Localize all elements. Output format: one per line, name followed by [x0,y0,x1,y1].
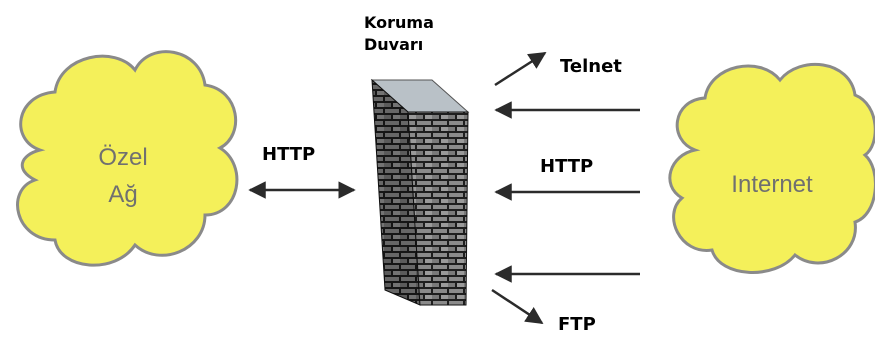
right-http-label: HTTP [540,156,593,177]
private-network-label-line2: Ağ [108,181,137,208]
firewall-title-line2: Duvarı [364,35,423,54]
private-network-label-line1: Özel [98,144,147,171]
private-network-cloud-shape [16,50,239,267]
firewall-wall-shade [372,80,420,305]
private-network-cloud: Özel Ağ [16,50,239,267]
firewall-wall [370,78,470,306]
left-http-label: HTTP [262,144,315,165]
telnet-out-arrow [494,51,547,87]
internet-label: Internet [731,171,813,198]
ftp-label: FTP [558,314,596,335]
internet-cloud: Internet [668,63,875,274]
ftp-out-arrow [491,288,544,325]
firewall-title-line1: Koruma [364,13,434,32]
internet-cloud-shape [668,63,875,274]
firewall-wall-side [407,111,469,306]
telnet-label: Telnet [560,56,622,77]
